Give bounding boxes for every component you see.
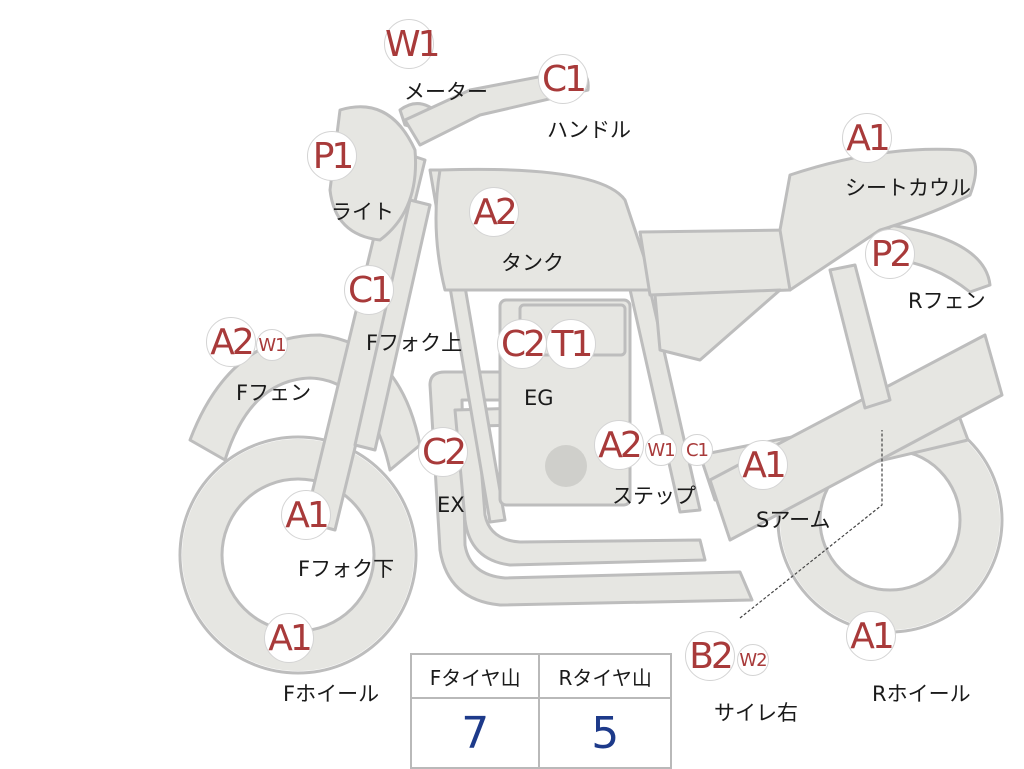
badge-seat-cowl-1: A1	[842, 113, 892, 163]
badge-silencer-right-1: B2	[685, 631, 735, 681]
label-s-arm: Sアーム	[756, 508, 831, 532]
label-exhaust: EX	[437, 493, 465, 517]
front-wheel-outline-outer	[178, 435, 418, 675]
exhaust-pipe-shape	[428, 370, 754, 607]
badge-f-fender-2: W1	[256, 329, 288, 361]
badge-f-fork-lower-1: A1	[281, 490, 331, 540]
badge-f-wheel-1: A1	[264, 613, 314, 663]
label-r-wheel: Rホイール	[872, 682, 971, 706]
badge-exhaust-1: C2	[418, 427, 468, 477]
badge-engine-2: T1	[546, 319, 596, 369]
muffler-shape	[708, 333, 1004, 542]
label-silencer-right: サイレ右	[714, 701, 798, 725]
label-handle: ハンドル	[547, 118, 631, 142]
badge-f-fender-1: A2	[206, 317, 256, 367]
label-step: ステップ	[612, 484, 696, 508]
label-f-fork-lower: Fフォク下	[298, 557, 395, 581]
tire-tread-header-row: Fタイヤ山 Rタイヤ山	[409, 653, 672, 699]
badge-step-1: A2	[594, 420, 644, 470]
badge-handle-1: C1	[538, 54, 588, 104]
tire-tread-value-row: 7 5	[409, 697, 672, 769]
engine-cover-shape	[545, 445, 587, 487]
label-engine: EG	[524, 386, 554, 410]
front-tread-value: 7	[409, 697, 541, 769]
badge-tank-1: A2	[469, 187, 519, 237]
badge-step-3: C1	[681, 434, 713, 466]
badge-step-2: W1	[645, 434, 677, 466]
silencer-leader-line	[739, 430, 883, 619]
label-light: ライト	[331, 200, 394, 224]
label-f-fender: Fフェン	[236, 381, 312, 405]
seat-shape	[638, 228, 792, 297]
rear-tread-header: Rタイヤ山	[538, 653, 672, 699]
front-tread-header: Fタイヤ山	[409, 653, 541, 699]
badge-engine-1: C2	[497, 319, 547, 369]
front-fork-rear-shape	[353, 198, 432, 452]
label-f-fork-upper: Fフォク上	[366, 331, 463, 355]
tire-tread-table: Fタイヤ山 Rタイヤ山 7 5	[409, 653, 672, 769]
badge-light-1: P1	[307, 131, 357, 181]
badge-r-fender-1: P2	[865, 229, 915, 279]
label-meter: メーター	[404, 80, 488, 104]
badge-r-wheel-1: A1	[846, 611, 896, 661]
label-tank: タンク	[501, 251, 564, 275]
badge-meter-1: W1	[384, 19, 441, 69]
badge-s-arm-1: A1	[738, 440, 788, 490]
badge-f-fork-upper-1: C1	[344, 265, 394, 315]
rear-shock-shape	[828, 263, 892, 410]
label-f-wheel: Fホイール	[283, 682, 380, 706]
label-r-fender: Rフェン	[908, 289, 986, 313]
label-seat-cowl: シートカウル	[845, 176, 971, 200]
badge-silencer-right-2: W2	[737, 644, 769, 676]
side-cover-shape	[653, 288, 782, 362]
rear-tread-value: 5	[538, 697, 672, 769]
